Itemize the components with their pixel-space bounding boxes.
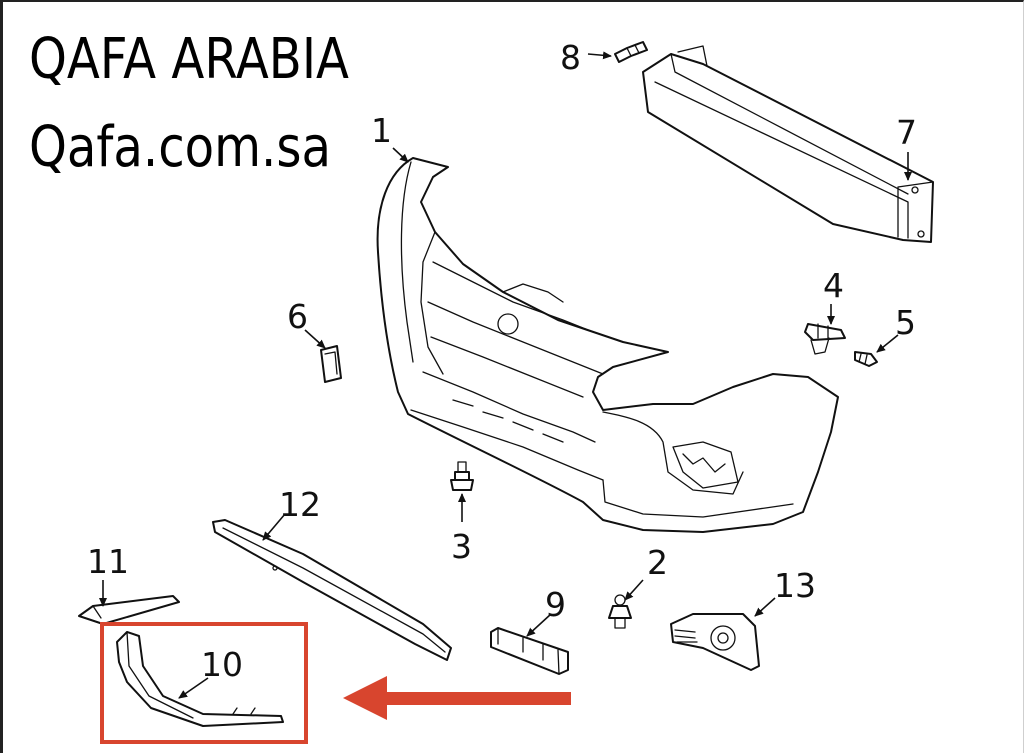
highlight-box bbox=[100, 622, 308, 744]
part-10-lower-molding bbox=[116, 631, 284, 727]
callout-10: 10 bbox=[201, 645, 243, 684]
callout-5: 5 bbox=[895, 303, 916, 342]
callout-1: 1 bbox=[371, 111, 392, 150]
company-name: QAFA ARABIA bbox=[29, 27, 349, 92]
callout-11: 11 bbox=[87, 542, 129, 581]
callout-9: 9 bbox=[545, 585, 566, 624]
callout-3: 3 bbox=[451, 527, 472, 566]
callout-4: 4 bbox=[823, 266, 844, 305]
part-8-bolt bbox=[614, 41, 648, 63]
leader-lines bbox=[99, 51, 912, 699]
part-1-bumper-cover bbox=[376, 157, 839, 533]
part-5-screw bbox=[854, 351, 878, 367]
callout-8: 8 bbox=[560, 38, 581, 77]
part-4-fastener bbox=[804, 323, 846, 355]
callout-12: 12 bbox=[279, 485, 321, 524]
callout-6: 6 bbox=[287, 297, 308, 336]
callout-13: 13 bbox=[774, 566, 816, 605]
part-3-push-clip bbox=[450, 461, 474, 491]
part-11-molding bbox=[78, 595, 180, 625]
callout-2: 2 bbox=[647, 543, 668, 582]
part-12-lower-strip bbox=[212, 519, 452, 661]
part-6-clip bbox=[320, 345, 342, 383]
callout-7: 7 bbox=[896, 113, 917, 152]
part-13-fog-lamp-cover bbox=[670, 613, 760, 671]
part-7-bumper-reinforcement bbox=[642, 45, 934, 243]
part-9-bracket bbox=[490, 627, 569, 675]
parts-diagram: 1 2 3 4 5 6 7 8 9 10 11 12 13 bbox=[78, 38, 934, 744]
website-text: Qafa.com.sa bbox=[29, 115, 331, 180]
highlight-arrow bbox=[343, 676, 571, 720]
part-2-clip bbox=[608, 594, 632, 629]
